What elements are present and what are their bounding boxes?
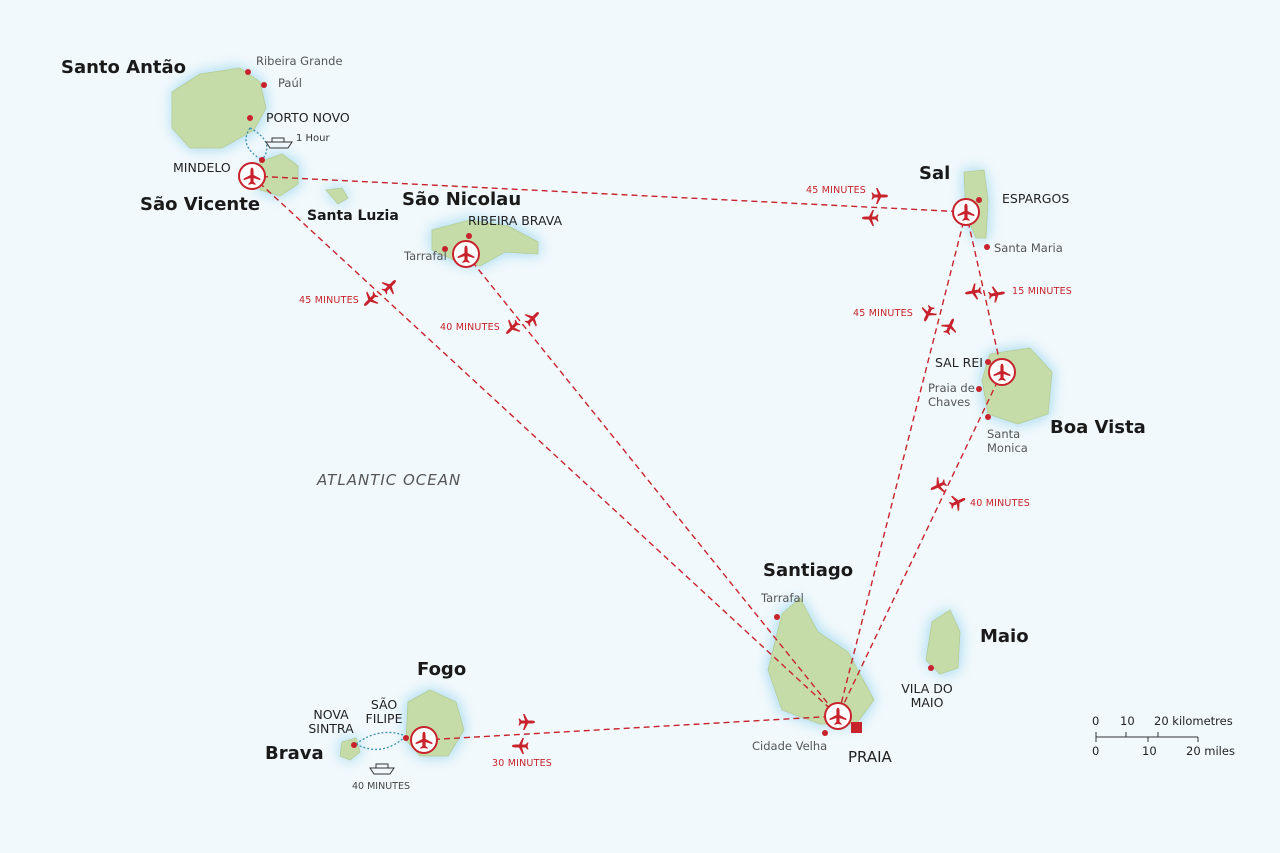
flight-duration-fogo-praia: 30 MINUTES [492, 758, 553, 769]
town-label-sao-filipe-2: FILIPE [365, 711, 403, 726]
island-label-sao-nicolau: São Nicolau [402, 189, 522, 210]
town-label-sao-filipe-1: SÃO [370, 697, 398, 712]
airport-boa-vista-icon [989, 359, 1015, 385]
airport-fogo-icon [411, 727, 437, 753]
airport-sao-vicente-icon [239, 163, 265, 189]
flight-duration-sal-boa-vista: 15 MINUTES [1012, 286, 1073, 297]
town-label-ribeira-brava: RIBEIRA BRAVA [468, 213, 563, 228]
ferry-icons [265, 137, 395, 775]
scale-mi-10: 10 [1142, 744, 1157, 758]
brava-island [339, 737, 361, 761]
town-label-cidade-velha: Cidade Velha [752, 739, 828, 753]
flight-duration-sv-sal: 45 MINUTES [806, 185, 867, 196]
airport-praia-icon [825, 703, 851, 729]
airport-sao-nicolau-icon [453, 241, 479, 267]
town-label-espargos: ESPARGOS [1002, 191, 1070, 206]
town-label-vila-do-maio-2: MAIO [910, 695, 944, 710]
island-label-maio: Maio [980, 626, 1029, 647]
flight-duration-sn-praia: 40 MINUTES [440, 322, 501, 333]
town-label-praia-de-chaves-1: Praia de [928, 381, 975, 395]
scale-km-10: 10 [1120, 714, 1135, 728]
ferry-duration-brava: 40 MINUTES [352, 781, 411, 792]
town-label-santa-monica-1: Santa [987, 427, 1021, 441]
ferry-routes [245, 127, 407, 751]
maio-island [925, 609, 961, 675]
island-label-santo-antao: Santo Antão [61, 57, 187, 78]
airport-sal-icon [953, 199, 979, 225]
island-label-sal: Sal [919, 163, 951, 184]
santiago-island [767, 597, 875, 725]
island-label-brava: Brava [265, 743, 324, 764]
ferry-duration-santo-antao: 1 Hour [296, 133, 330, 144]
town-label-sal-rei: SAL REI [935, 355, 983, 370]
santa-luzia-island [325, 187, 349, 205]
town-label-tarrafal-santiago: Tarrafal [761, 591, 804, 605]
island-label-santiago: Santiago [763, 560, 854, 581]
town-label-paul: Paúl [278, 76, 302, 90]
island-label-boa-vista: Boa Vista [1050, 417, 1146, 438]
town-label-santa-monica-2: Monica [987, 441, 1028, 455]
town-label-nova-sintra-1: NOVA [313, 707, 349, 722]
scale-bar [1095, 732, 1199, 742]
scale-km-0: 0 [1092, 714, 1100, 728]
airports [239, 163, 1015, 753]
island-label-fogo: Fogo [417, 659, 467, 680]
scale-mi-0: 0 [1092, 744, 1100, 758]
town-label-praia-de-chaves-2: Chaves [928, 395, 971, 409]
town-label-praia: PRAIA [848, 748, 892, 766]
sao-vicente-island [259, 153, 299, 197]
town-label-porto-novo: PORTO NOVO [266, 110, 350, 125]
town-label-tarrafal-sao-nicolau: Tarrafal [404, 249, 447, 263]
island-label-sao-vicente: São Vicente [140, 194, 261, 215]
flight-routes [251, 175, 1003, 741]
flight-duration-sal-praia: 45 MINUTES [853, 308, 914, 319]
island-label-santa-luzia: Santa Luzia [307, 208, 399, 224]
flight-duration-sv-praia: 45 MINUTES [299, 295, 360, 306]
town-label-ribeira-grande: Ribeira Grande [256, 54, 343, 68]
santo-antao-island [171, 67, 267, 149]
town-label-vila-do-maio-1: VILA DO [901, 681, 953, 696]
scale-mi-20: 20 miles [1186, 744, 1235, 758]
town-label-santa-maria: Santa Maria [994, 241, 1063, 255]
town-label-nova-sintra-2: SINTRA [308, 721, 354, 736]
ocean-label: ATLANTIC OCEAN [317, 471, 462, 489]
scale-km-20: 20 kilometres [1154, 714, 1233, 728]
flight-duration-bv-praia: 40 MINUTES [970, 498, 1031, 509]
town-dots [245, 69, 991, 748]
town-label-mindelo: MINDELO [173, 160, 231, 175]
